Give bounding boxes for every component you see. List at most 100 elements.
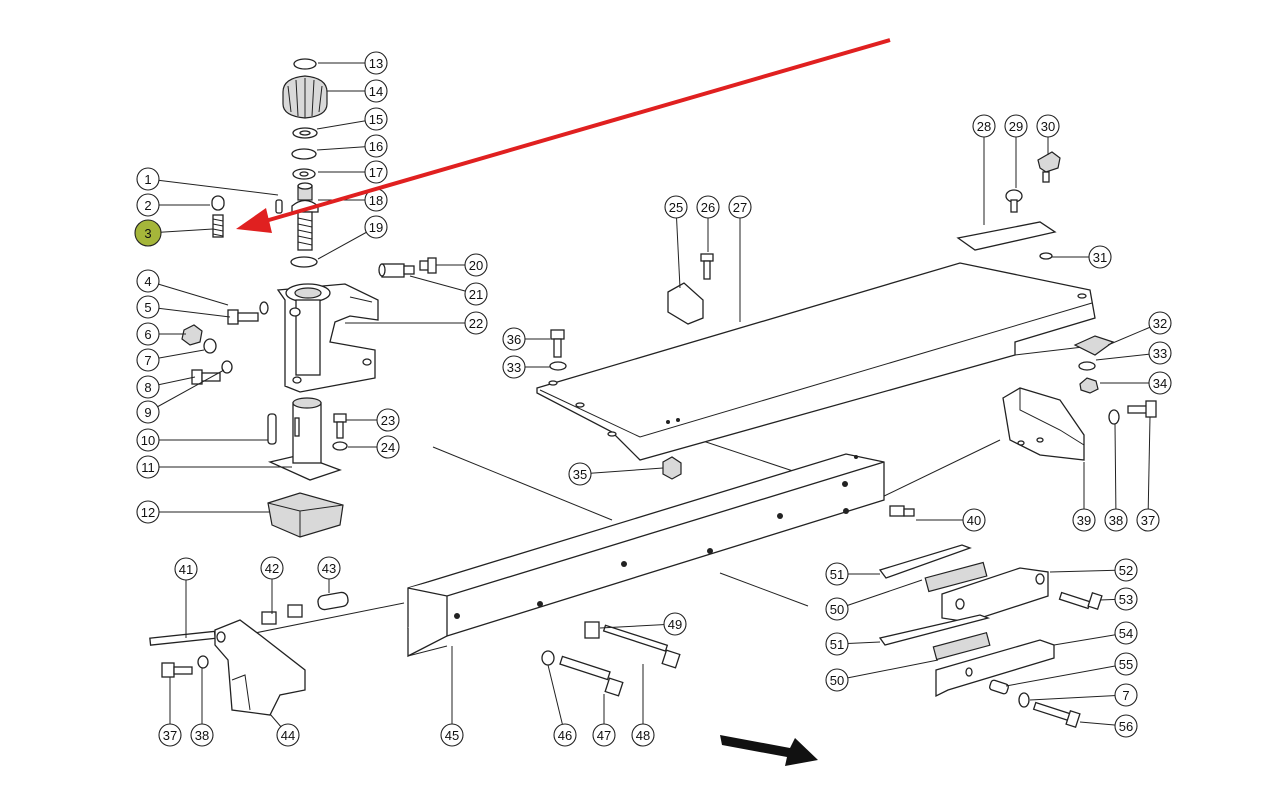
callout-56: 56 [1114, 714, 1138, 738]
bolt-part [161, 662, 175, 678]
spring-washer-part [291, 148, 317, 160]
long-bolt-part [149, 630, 216, 646]
callout-number: 37 [163, 728, 177, 743]
callout-30: 30 [1036, 114, 1060, 138]
bracket-part [667, 282, 704, 325]
callout-circle [136, 375, 160, 399]
callout-number: 20 [469, 258, 483, 273]
callout-number: 48 [636, 728, 650, 743]
callout-number: 41 [179, 562, 193, 577]
callout-circle [825, 668, 849, 692]
callout-number: 33 [1153, 346, 1167, 361]
callout-number: 21 [469, 287, 483, 302]
callout-circle [317, 556, 341, 580]
callout-circle [663, 612, 687, 636]
callout-number: 16 [369, 139, 383, 154]
callout-circle [728, 195, 752, 219]
leader-line [1053, 632, 1127, 646]
angle-bracket-part [1002, 387, 1085, 461]
rubber-pad-part [267, 492, 344, 538]
leader-line [675, 206, 681, 289]
callout-circle [464, 311, 488, 335]
plate-part [956, 221, 1057, 251]
leader-line [599, 623, 676, 629]
bolt-part [1005, 189, 1023, 213]
callout-number: 30 [1041, 119, 1055, 134]
callout-circle [440, 723, 464, 747]
callout-circle [376, 408, 400, 432]
callout-16: 16 [364, 134, 388, 158]
clip-part [1037, 151, 1061, 173]
callout-number: 25 [669, 200, 683, 215]
callout-number: 23 [381, 413, 395, 428]
callout-number: 2 [144, 198, 151, 213]
callout-35: 35 [568, 462, 592, 486]
nut-part [181, 324, 203, 346]
pad-part [932, 631, 991, 661]
bolt-part [1058, 591, 1092, 610]
knurled-nut-part [282, 75, 328, 119]
callout-number: 5 [144, 300, 151, 315]
callout-circle [136, 193, 160, 217]
pad-part [924, 561, 988, 593]
callout-number: 19 [369, 220, 383, 235]
leader-line [147, 306, 231, 318]
callout-number: 12 [141, 505, 155, 520]
bolt-part [1032, 701, 1071, 722]
callout-number: 49 [668, 617, 682, 632]
bracket-part [214, 619, 306, 716]
callout-43: 43 [317, 556, 341, 580]
callout-number: 38 [1109, 513, 1123, 528]
callout-number: 1 [144, 172, 151, 187]
red-pointer-arrow [236, 38, 891, 233]
leader-line [547, 664, 566, 736]
callout-number: 39 [1077, 513, 1091, 528]
long-bolt-part [602, 624, 669, 652]
callout-number: 36 [507, 332, 521, 347]
callout-circle [136, 428, 160, 452]
callout-15: 15 [364, 107, 388, 131]
callout-number: 22 [469, 316, 483, 331]
bolt-part [559, 655, 611, 681]
callout-circle [364, 79, 388, 103]
bolt-part [700, 253, 714, 280]
callout-circle [696, 195, 720, 219]
callout-2: 2 [136, 193, 160, 217]
direction-arrow-icon [720, 735, 818, 766]
callout-36: 36 [502, 327, 526, 351]
callout-34: 34 [1148, 371, 1172, 395]
washer-part [1039, 252, 1053, 260]
callout-18: 18 [364, 188, 388, 212]
callout-circle [502, 327, 526, 351]
key-part [267, 413, 277, 445]
callout-circle [134, 219, 162, 247]
pin-part [378, 263, 415, 278]
callout-number: 46 [558, 728, 572, 743]
callout-circle [1114, 621, 1138, 645]
washer-part [1108, 409, 1120, 425]
callout-number: 50 [830, 673, 844, 688]
callout-circle [631, 723, 655, 747]
callout-32: 32 [1148, 311, 1172, 335]
callout-circle [136, 348, 160, 372]
callout-circle [1148, 371, 1172, 395]
leader-line [1049, 569, 1127, 573]
callout-circle [1072, 508, 1096, 532]
callout-20: 20 [464, 253, 488, 277]
callout-circle [825, 632, 849, 656]
callout-26: 26 [696, 195, 720, 219]
clip-ring-part [293, 58, 317, 70]
callout-12: 12 [136, 500, 160, 524]
spring-part [212, 214, 224, 238]
callout-14: 14 [364, 79, 388, 103]
callout-49: 49 [663, 612, 687, 636]
callout-number: 43 [322, 561, 336, 576]
callout-3: 3 [134, 219, 162, 247]
callout-number: 29 [1009, 119, 1023, 134]
callout-circle [136, 455, 160, 479]
callout-54: 54 [1114, 621, 1138, 645]
assembly-lines [234, 344, 1101, 638]
callout-group: 1234567891011121314151617181920212223242… [134, 51, 1172, 747]
grease-nipple-part [419, 257, 437, 274]
callout-circle [1004, 114, 1028, 138]
